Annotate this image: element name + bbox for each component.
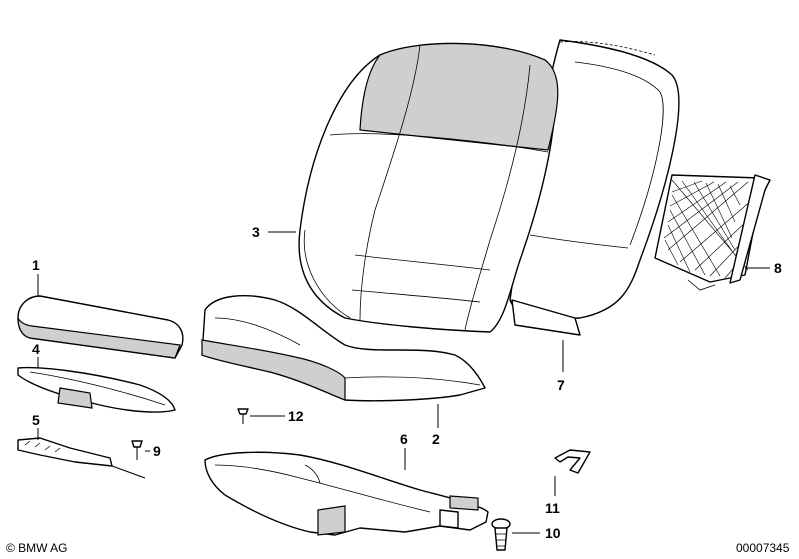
- callout-1: 1: [32, 257, 40, 273]
- part-9-screw: [131, 440, 143, 460]
- part-3-backrest-upholstery: [298, 42, 559, 333]
- part-1-side-bolster: [17, 295, 184, 359]
- diagram-number: 00007345: [736, 541, 790, 555]
- part-8-net-pocket: [654, 174, 771, 291]
- part-2-seat-cushion: [201, 295, 486, 402]
- callout-9: 9: [153, 443, 161, 459]
- callout-11: 11: [545, 500, 560, 516]
- callout-12: 12: [288, 408, 304, 424]
- callouts: 1 2 3 4 5 6 7 8 9 10 11 12: [32, 224, 782, 541]
- leader-lines: [37, 231, 770, 534]
- copyright-text: © BMW AG: [6, 541, 68, 555]
- callout-6: 6: [400, 431, 408, 447]
- callout-7: 7: [557, 377, 565, 393]
- callout-2: 2: [432, 431, 440, 447]
- callout-10: 10: [545, 525, 561, 541]
- part-5-bracket: [17, 437, 146, 479]
- callout-5: 5: [32, 412, 40, 428]
- part-4-trim-strip: [17, 366, 176, 413]
- part-6-seat-base: [204, 451, 489, 536]
- callout-4: 4: [32, 341, 40, 357]
- part-11-wire-clip: [554, 449, 591, 474]
- part-10-clip: [491, 518, 511, 551]
- callout-3: 3: [252, 224, 260, 240]
- part-12-screw: [237, 408, 249, 424]
- callout-8: 8: [774, 260, 782, 276]
